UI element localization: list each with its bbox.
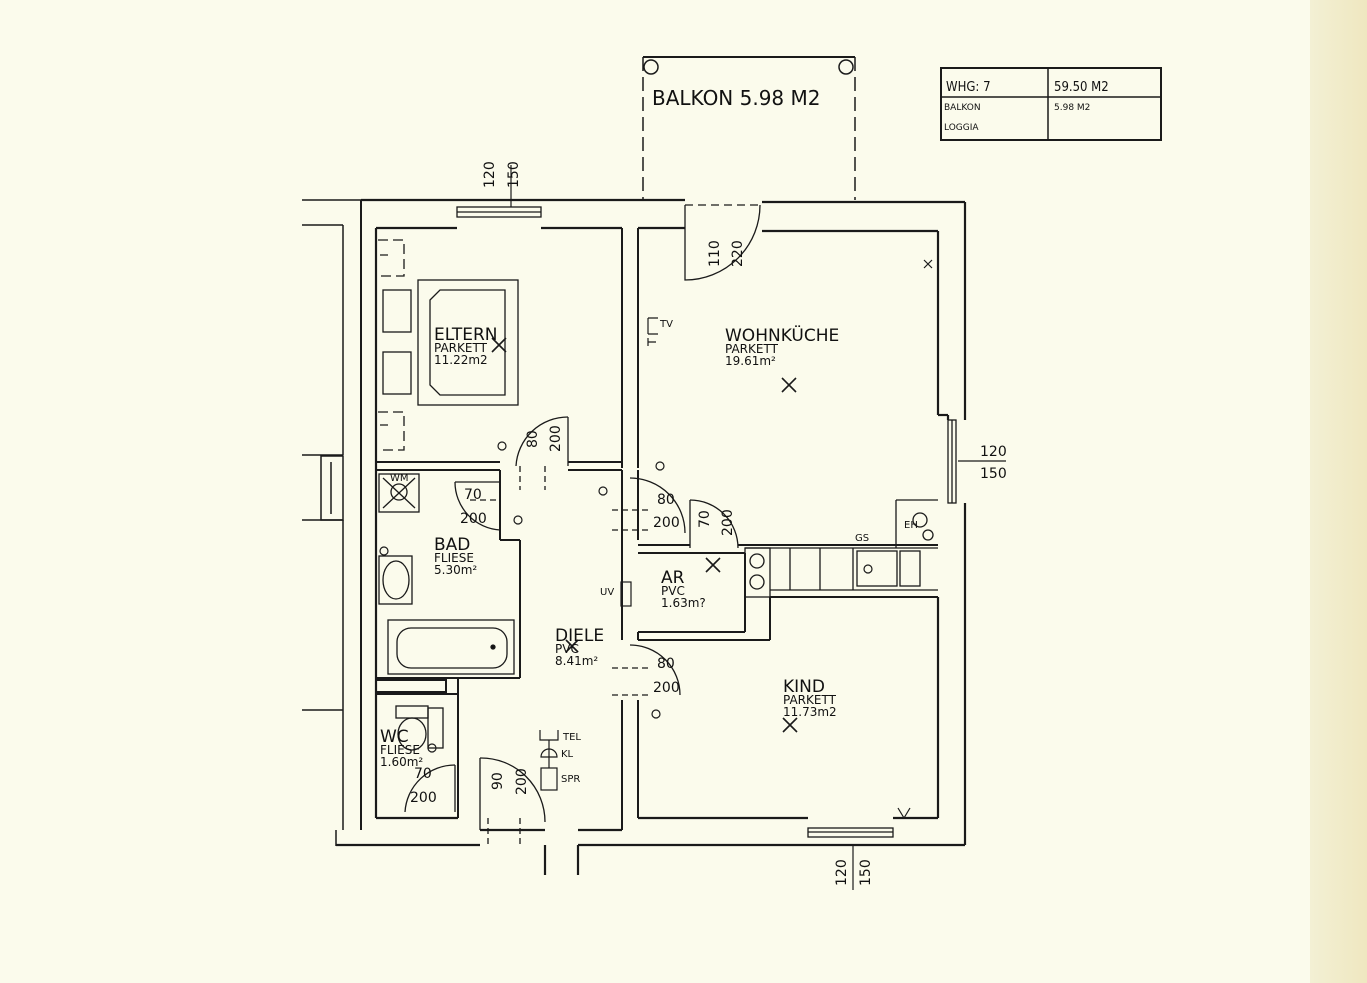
- room-diele-area: 8.41m²: [555, 654, 598, 668]
- room-eltern-floor: PARKETT: [434, 341, 488, 355]
- symbol-tel-label: TEL: [562, 732, 581, 743]
- toilet: [395, 705, 444, 751]
- washbasin: [378, 555, 413, 605]
- dim-kind-door-a: 80: [657, 656, 675, 672]
- room-eltern-name: ELTERN: [434, 325, 498, 345]
- dim-bottom-window-b: 150: [858, 859, 874, 886]
- electrical-symbols: [379, 254, 933, 819]
- symbol-wm-label: WM: [390, 473, 409, 484]
- washing-machine: [378, 473, 420, 513]
- symbol-tv-label: TV: [659, 319, 673, 330]
- dim-wc-door-a: 70: [414, 766, 432, 782]
- room-ar-area: 1.63m?: [661, 596, 706, 610]
- room-wc-floor: FLIESE: [380, 743, 420, 757]
- room-wc-area: 1.60m²: [380, 755, 423, 769]
- dim-wc-door-b: 200: [410, 790, 437, 806]
- symbol-uv-label: UV: [600, 587, 614, 598]
- dim-bottom-window-a: 120: [834, 859, 850, 886]
- outer-walls: [336, 198, 967, 875]
- dim-top-window-a: 120: [482, 161, 498, 188]
- room-bad-name: BAD: [434, 535, 470, 555]
- room-wc-name: WC: [380, 727, 409, 747]
- dim-eltern-door-b: 200: [548, 425, 564, 452]
- room-ar-floor: PVC: [661, 584, 685, 598]
- room-wohnkueche-name: WOHNKÜCHE: [725, 324, 839, 346]
- dim-entry-door-b: 200: [514, 768, 530, 795]
- ceiling-lights: [491, 337, 798, 733]
- dim-eltern-door-a: 80: [525, 430, 541, 448]
- paper-edge-shadow: [1310, 0, 1367, 983]
- dim-balkon-door-b: 220: [730, 240, 746, 267]
- room-kind-floor: PARKETT: [783, 693, 837, 707]
- symbol-kl-label: KL: [561, 749, 574, 760]
- bathtub: [387, 619, 515, 675]
- room-bad-floor: FLIESE: [434, 551, 474, 565]
- symbol-spr-label: SPR: [561, 774, 580, 785]
- table-value-whg: 59.50 M2: [1054, 80, 1109, 95]
- table-label-whg: WHG: 7: [946, 80, 991, 95]
- table-label-loggia: LOGGIA: [944, 123, 979, 133]
- dim-kind-door-b: 200: [653, 680, 680, 696]
- room-kind-name: KIND: [783, 677, 825, 697]
- area-table: [940, 67, 1162, 141]
- symbol-gs-label: GS: [855, 533, 869, 544]
- symbol-eh-label: EH: [904, 520, 918, 531]
- room-bad-area: 5.30m²: [434, 563, 477, 577]
- dim-top-window-b: 150: [506, 161, 522, 188]
- dim-wohn-door-b: 200: [653, 515, 680, 531]
- room-diele-name: DIELE: [555, 626, 604, 646]
- balkon-outline: [642, 56, 856, 200]
- dim-ar-door-b: 200: [720, 509, 736, 536]
- room-diele-floor: PVC: [555, 642, 579, 656]
- dim-balkon-door-a: 110: [707, 240, 723, 267]
- room-ar-name: AR: [661, 568, 685, 588]
- kitchen-counter: [744, 499, 938, 598]
- dim-right-window-b: 150: [980, 466, 1007, 482]
- neighbour-wall: [302, 199, 362, 846]
- table-value-balkon: 5.98 M2: [1054, 103, 1090, 113]
- balkon-label: BALKON 5.98 M2: [652, 86, 821, 110]
- room-wohnkueche-floor: PARKETT: [725, 342, 779, 356]
- room-kind-area: 11.73m2: [783, 705, 837, 719]
- doors: [404, 204, 761, 845]
- dim-bad-door-a: 70: [464, 487, 482, 503]
- dim-right-window-a: 120: [980, 444, 1007, 460]
- dim-wohn-door-a: 80: [657, 492, 675, 508]
- dim-ar-door-a: 70: [697, 510, 713, 528]
- room-eltern-area: 11.22m2: [434, 353, 488, 367]
- dim-entry-door-a: 90: [490, 772, 506, 790]
- dim-bad-door-b: 200: [460, 511, 487, 527]
- double-bed: [378, 239, 519, 451]
- table-label-balkon: BALKON: [944, 103, 981, 113]
- windows: [456, 206, 957, 838]
- room-wohnkueche-area: 19.61m²: [725, 354, 776, 368]
